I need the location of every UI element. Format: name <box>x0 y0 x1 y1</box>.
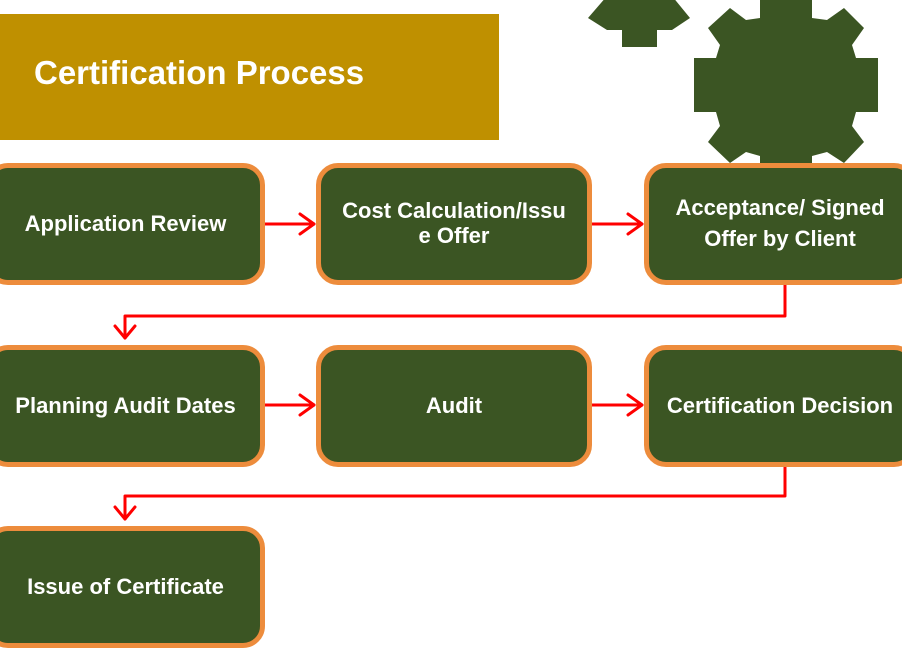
step-label: Issue of Certificate <box>27 573 224 599</box>
step-application-review: Application Review <box>0 163 265 285</box>
step-acceptance: Acceptance/ Signed Offer by Client <box>644 163 902 285</box>
step-label: Certification Decision <box>666 392 894 418</box>
step-label: Cost Calculation/Issue Offer <box>342 198 566 248</box>
step-label: Planning Audit Dates <box>15 392 236 418</box>
step-issue-of-certificate: Issue of Certificate <box>0 526 265 648</box>
step-label: Acceptance/ Signed Offer by Client <box>675 195 885 251</box>
step-label: Audit <box>425 392 483 418</box>
step-certification-decision: Certification Decision <box>644 345 902 467</box>
large-gear-icon <box>694 0 878 175</box>
small-gear-icon <box>588 0 690 47</box>
title-banner: Certification Process <box>0 14 499 140</box>
step-audit: Audit <box>316 345 592 467</box>
page-title: Certification Process <box>34 54 365 91</box>
step-planning-audit-dates: Planning Audit Dates <box>0 345 265 467</box>
step-label: Application Review <box>24 210 227 236</box>
step-cost-calculation: Cost Calculation/Issue Offer <box>316 163 592 285</box>
